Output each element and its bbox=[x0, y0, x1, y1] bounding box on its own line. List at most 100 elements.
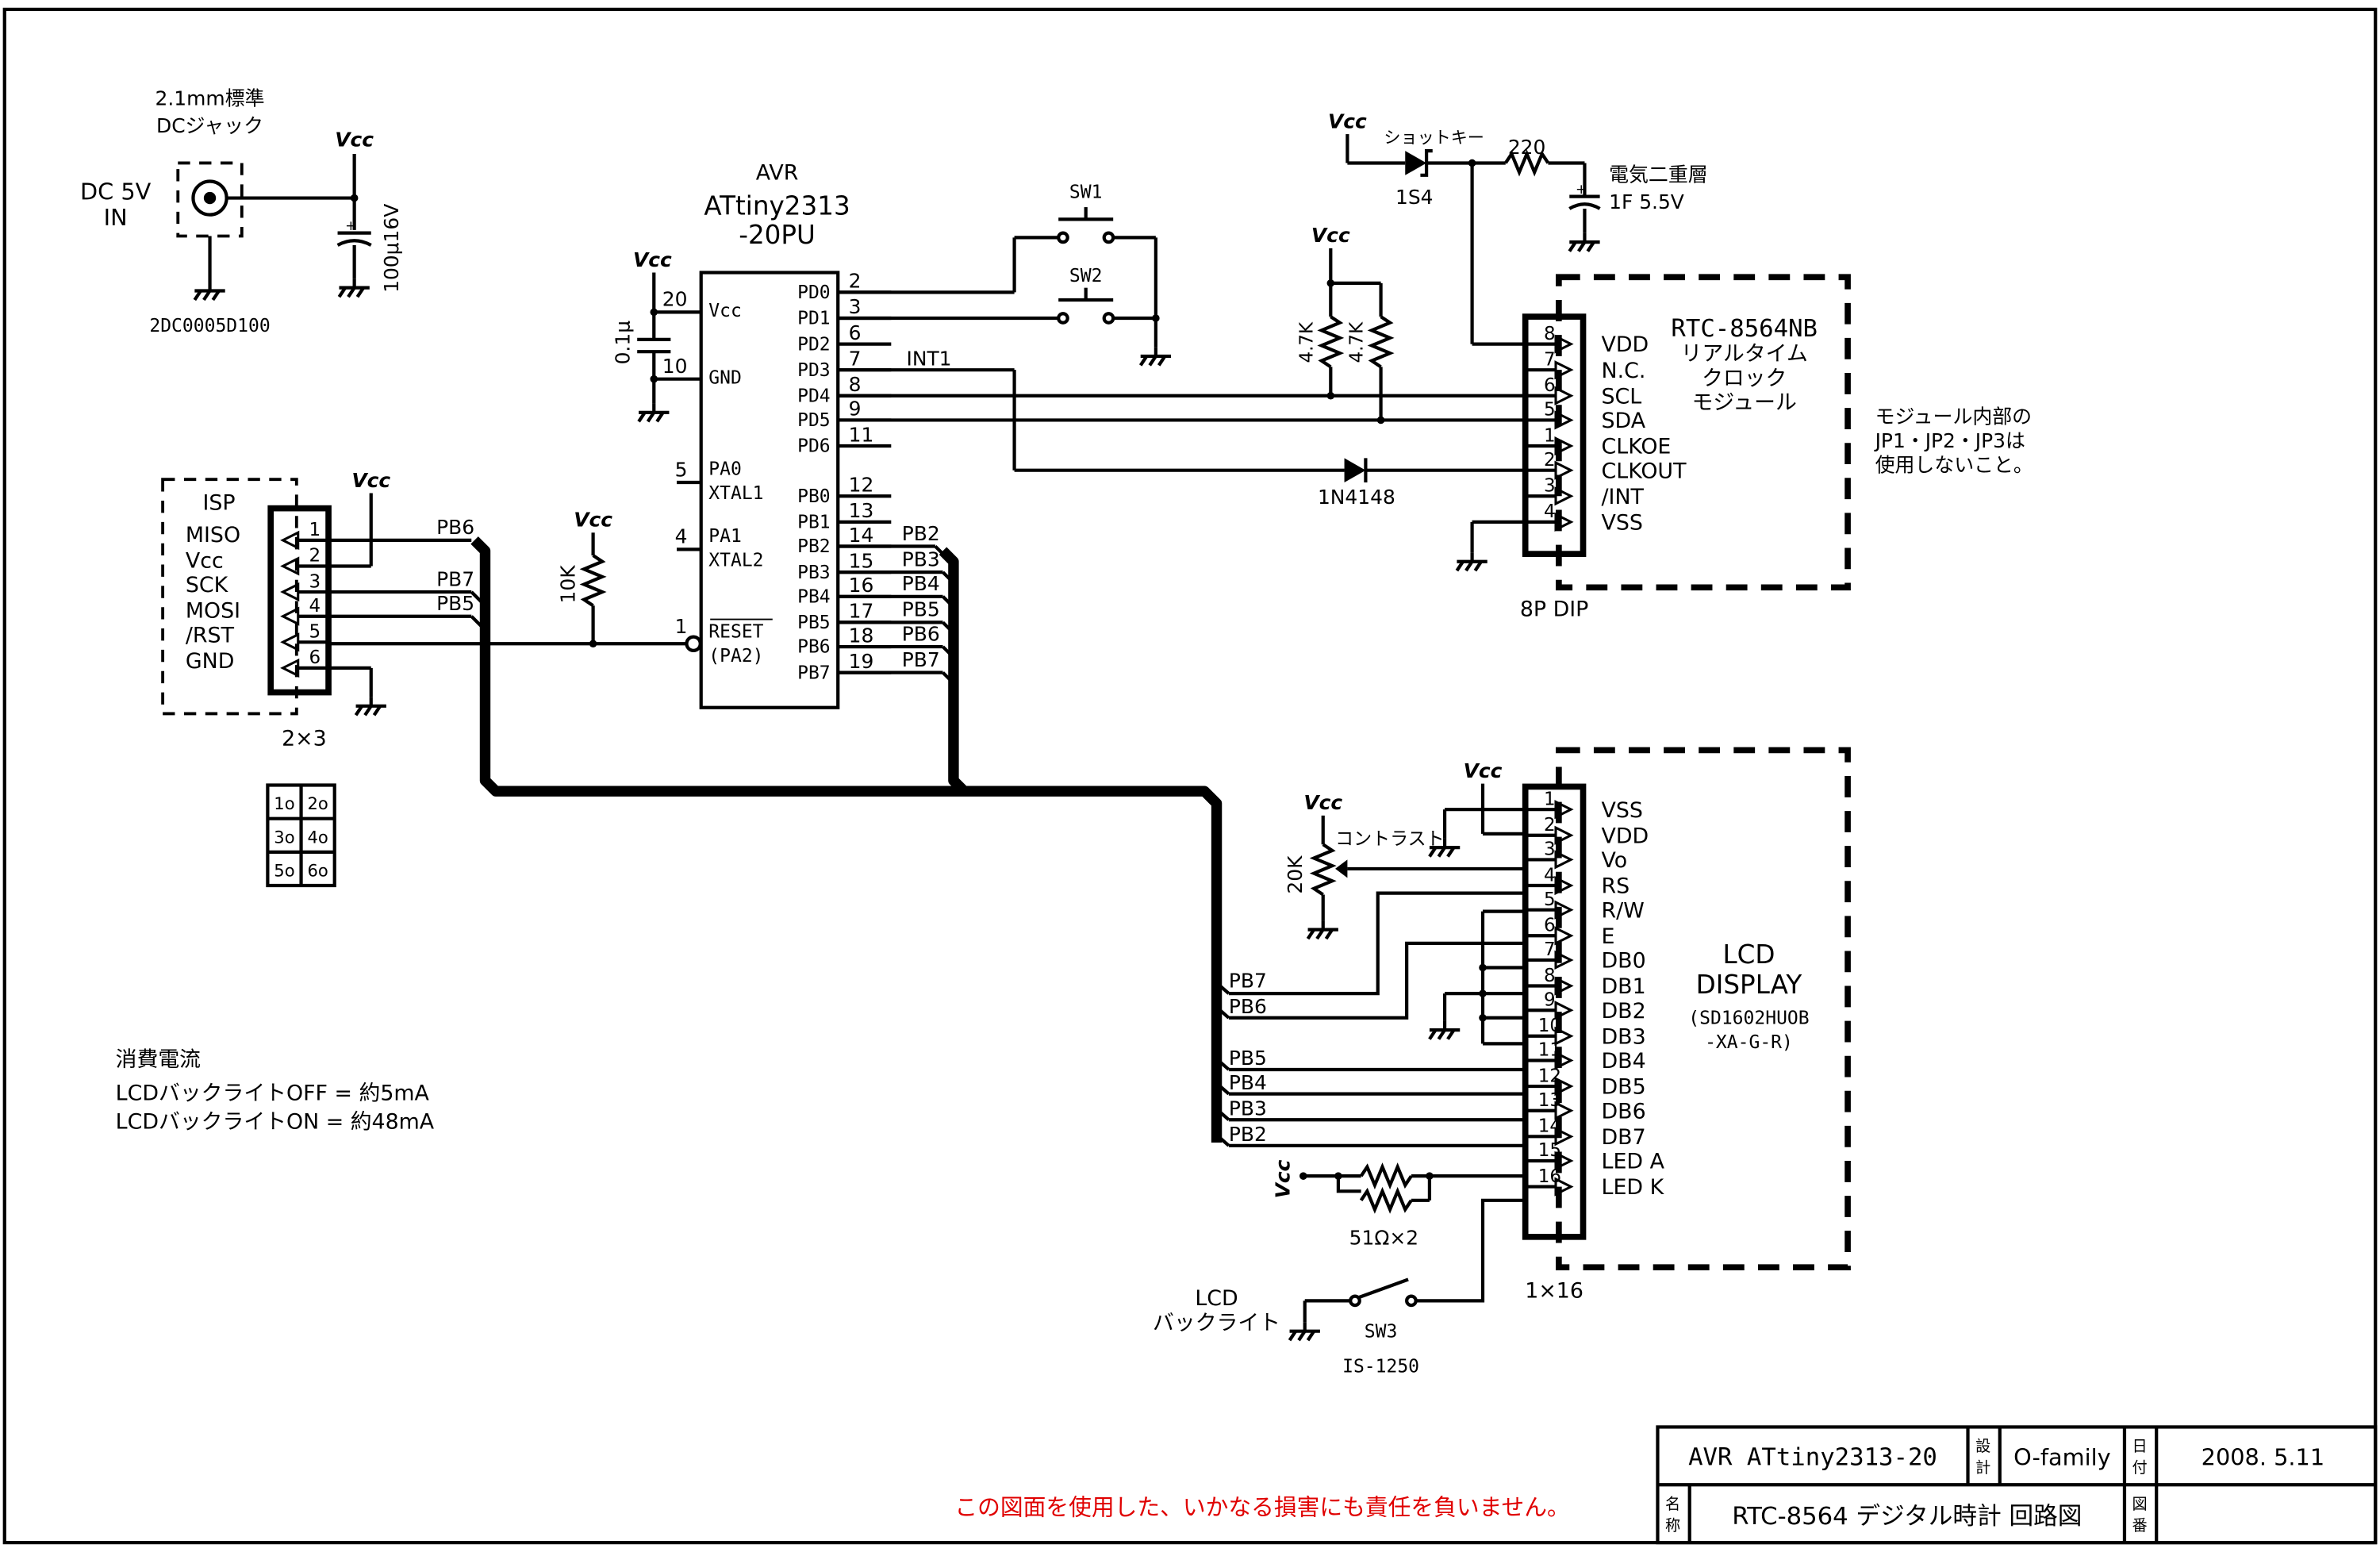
sw1-label: SW1 bbox=[1069, 182, 1103, 203]
lcd-pin-arrow bbox=[1554, 850, 1574, 870]
lcd-pinnum: 15 bbox=[1538, 1140, 1561, 1161]
vcc-label-lcd: Vcc bbox=[1464, 759, 1503, 782]
avr-pin-vcc: Vcc bbox=[708, 301, 742, 321]
lcd-pin-name: DB2 bbox=[1602, 999, 1646, 1024]
avr-pin-pb6: PB6 bbox=[797, 637, 831, 658]
disclaimer: この図面を使用した、いかなる損害にも責任を負いません。 bbox=[954, 1494, 1569, 1521]
rtc-pin-name: VDD bbox=[1602, 332, 1649, 357]
avr-pinnum-8: 8 bbox=[849, 373, 862, 396]
lcd-model-1: (SD1602HUOB bbox=[1688, 1008, 1809, 1028]
dc-in-2: IN bbox=[104, 204, 128, 231]
rtc-pinnum: 7 bbox=[1544, 349, 1556, 370]
dc-in-1: DC 5V bbox=[80, 178, 152, 205]
rtc-header bbox=[1522, 313, 1587, 557]
grid-4: 4o bbox=[307, 827, 328, 847]
tb-date-1: 日 bbox=[2132, 1437, 2148, 1455]
pullup-1: 4.7K bbox=[1296, 321, 1317, 363]
vcc-label-reset: Vcc bbox=[574, 509, 612, 532]
lcd-model-2: -XA-G-R) bbox=[1705, 1032, 1793, 1053]
avr-pinnum-17: 17 bbox=[849, 600, 874, 623]
avr-pin-pd3: PD3 bbox=[797, 360, 831, 381]
avr-pin-pb2: PB2 bbox=[797, 536, 831, 557]
isp-signal-mosi: MOSI bbox=[186, 599, 240, 624]
lcd-pin-name: VDD bbox=[1602, 824, 1649, 848]
avr-pinnum-5: 5 bbox=[675, 458, 688, 481]
rtc-pin-name: /INT bbox=[1602, 485, 1645, 509]
avr-pin-pa0: PA0 bbox=[708, 459, 742, 479]
lcd-pinnum: 1 bbox=[1544, 789, 1556, 809]
isp-net-pb5: PB5 bbox=[436, 592, 474, 615]
pullup-2: 4.7K bbox=[1347, 321, 1368, 363]
push-switches: SW1 SW2 bbox=[838, 182, 1171, 366]
diode-1n4148: 1N4148 bbox=[1318, 486, 1395, 509]
avr-pinnum-13: 13 bbox=[849, 499, 874, 522]
isp-pin-4: 4 bbox=[309, 596, 321, 617]
reset-pullup: Vcc 10K bbox=[327, 509, 686, 648]
lcd-pinnum: 5 bbox=[1544, 889, 1556, 910]
avr-chip: AVR ATtiny2313 -20PU Vcc GND PA0 XTAL1 P… bbox=[612, 161, 892, 709]
lcd-pin-name: DB0 bbox=[1602, 949, 1646, 974]
rtc-module-outline bbox=[1556, 274, 1851, 591]
lcd-pinnum: 2 bbox=[1544, 815, 1556, 836]
lcd-net-pb7: PB7 bbox=[1229, 969, 1267, 992]
rtc-title-1: RTC-8564NB bbox=[1671, 315, 1818, 343]
int1-net: INT1 1N4148 bbox=[838, 347, 1526, 509]
avr-bus-pb4: PB4 bbox=[902, 572, 940, 595]
cap-value: 100μ16V bbox=[380, 204, 403, 293]
avr-part-2: -20PU bbox=[739, 220, 816, 250]
avr-bus-pb5: PB5 bbox=[902, 598, 940, 621]
dc-jack-outline bbox=[176, 161, 244, 238]
rtc-pinnum: 2 bbox=[1544, 450, 1556, 471]
avr-pinnum-12: 12 bbox=[849, 474, 874, 497]
lcd-pin-name: LED A bbox=[1602, 1150, 1665, 1174]
avr-pinnum-6: 6 bbox=[849, 321, 862, 344]
lcd-module-outline bbox=[1556, 747, 1851, 1271]
backlight-label-1: LCD bbox=[1195, 1286, 1238, 1311]
avr-bus-pb2: PB2 bbox=[902, 522, 940, 545]
vcc-label-power: Vcc bbox=[335, 128, 374, 151]
avr-pinnum-4: 4 bbox=[675, 525, 688, 548]
avr-pinnum-3: 3 bbox=[849, 295, 862, 318]
avr-pinnum-9: 9 bbox=[849, 398, 862, 421]
current-off: LCDバックライトOFF = 約5mA bbox=[116, 1081, 430, 1105]
avr-pinnum-15: 15 bbox=[849, 549, 874, 572]
lcd-pin-name: E bbox=[1602, 924, 1615, 949]
lcd-pinnum: 14 bbox=[1538, 1116, 1561, 1137]
power-section: 2.1mm標準 DCジャック DC 5V IN 2DC0005D100 Vcc … bbox=[80, 87, 403, 337]
rtc-package: 8P DIP bbox=[1520, 597, 1589, 622]
avr-pin-pd0: PD0 bbox=[797, 282, 831, 303]
avr-pin-pb1: PB1 bbox=[797, 513, 831, 533]
lcd-pin-name: LED K bbox=[1602, 1175, 1665, 1200]
isp-pin-2: 2 bbox=[309, 546, 321, 567]
rtc-pin-name: N.C. bbox=[1602, 359, 1646, 383]
resistor-220: 220 bbox=[1508, 136, 1546, 159]
tb-number-1: 図 bbox=[2132, 1495, 2148, 1513]
avr-pin-reset: RESET bbox=[708, 622, 763, 643]
lcd-pinnum: 10 bbox=[1538, 1016, 1561, 1036]
vcc-label-rtc: Vcc bbox=[1328, 109, 1367, 133]
avr-pin-pb0: PB0 bbox=[797, 486, 831, 507]
supercap-1: 電気二重層 bbox=[1609, 163, 1708, 186]
isp-title: ISP bbox=[202, 491, 235, 516]
decoupling-cap: 0.1μ bbox=[612, 321, 635, 365]
tb-name-1: 名 bbox=[1665, 1495, 1680, 1513]
avr-pinnum-1: 1 bbox=[675, 615, 688, 638]
avr-pinnum-2: 2 bbox=[849, 270, 862, 293]
sw3-label: SW3 bbox=[1365, 1321, 1398, 1342]
supercap-2: 1F 5.5V bbox=[1609, 190, 1684, 213]
rtc-section: Vcc ショットキー 1S4 220 + 電気二重層 1F 5.5V Vcc bbox=[838, 109, 2033, 622]
lcd-pin-name: DB7 bbox=[1602, 1125, 1646, 1150]
lcd-pin-arrow bbox=[1554, 926, 1574, 946]
lcd-pin-name: VSS bbox=[1602, 798, 1643, 823]
lcd-net-pb5: PB5 bbox=[1229, 1047, 1267, 1070]
svg-text:+: + bbox=[1576, 182, 1587, 198]
backlight-label-2: バックライト bbox=[1153, 1311, 1280, 1335]
contrast-label: コントラスト bbox=[1335, 828, 1445, 849]
avr-pinnum-10: 10 bbox=[662, 355, 688, 378]
avr-bus-pb3: PB3 bbox=[902, 547, 940, 570]
lcd-pinnum: 3 bbox=[1544, 839, 1556, 860]
rtc-note-1: モジュール内部の bbox=[1875, 405, 2033, 428]
tb-design-1: 設 bbox=[1975, 1437, 1990, 1455]
lcd-pin-name: DB5 bbox=[1602, 1075, 1646, 1100]
